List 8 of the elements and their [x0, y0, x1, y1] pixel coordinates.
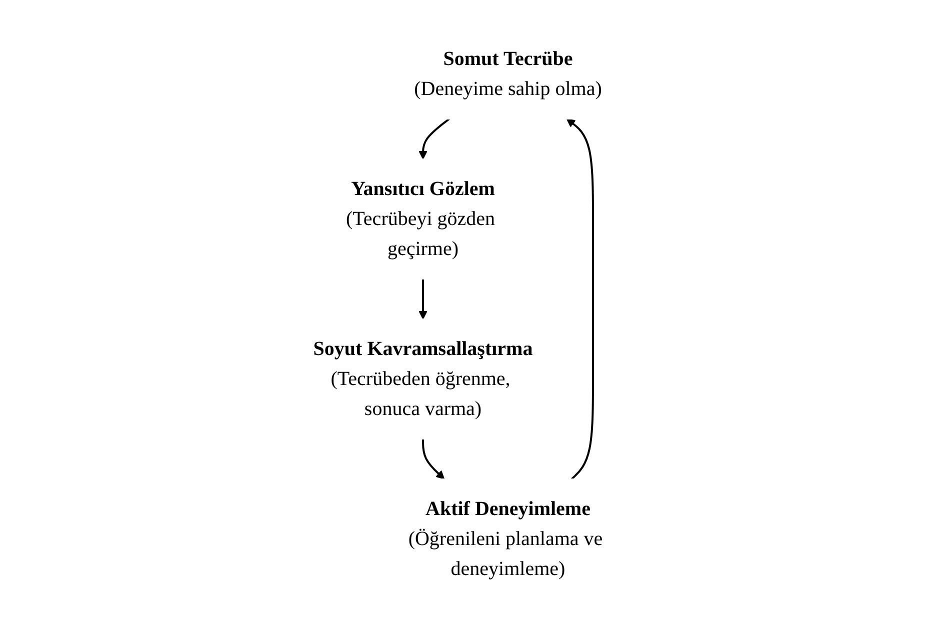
node-text: Yansıtıcı Gözlem (Tecrübeyi gözden geçirme) [345, 178, 495, 260]
node-text: Somut Tecrübe (Deneyime sahip olma) [414, 48, 602, 100]
arrow [418, 279, 427, 320]
arrow [422, 439, 444, 480]
node-text: Aktif Deneyimleme (Öğrenileni planlama ve deneyimleme) [408, 498, 602, 580]
arrow [418, 118, 450, 160]
node-text: Soyut Kavramsallaştırma (Tecrübeden öğrenme, sonuca varma) [312, 338, 532, 420]
arrow [566, 118, 594, 480]
